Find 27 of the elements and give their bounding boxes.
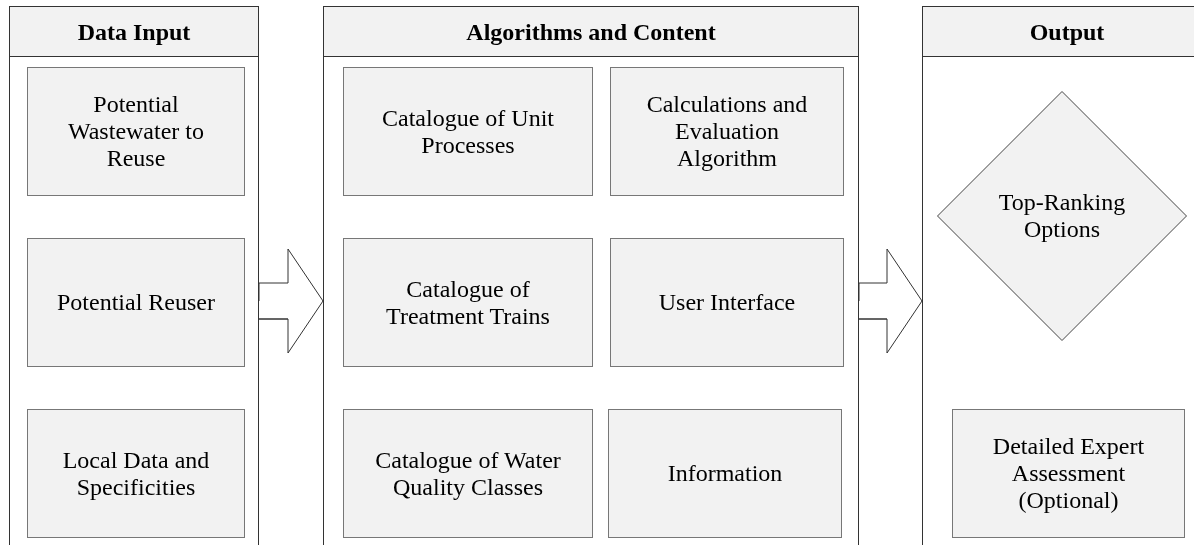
column-title: Algorithms and Content	[466, 17, 716, 47]
process-box	[27, 67, 245, 196]
column-title: Data Input	[77, 17, 191, 47]
node-label: Catalogue of Treatment Trains	[385, 275, 551, 330]
node-label: Calculations and Evaluation Algorithm	[645, 91, 809, 172]
node-label: Catalogue of Unit Processes	[381, 104, 555, 159]
node-label: Catalogue of Water Quality Classes	[374, 446, 562, 501]
node-label: Potential Wastewater to Reuse	[67, 91, 205, 172]
process-box	[952, 409, 1185, 538]
node-label: Information	[667, 460, 783, 487]
process-box	[343, 238, 593, 367]
node-label: Top-Ranking Options	[997, 189, 1127, 243]
process-box	[610, 67, 844, 196]
process-box	[343, 67, 593, 196]
node-label: Detailed Expert Assessment (Optional)	[991, 433, 1146, 514]
node-label: Local Data and Specificities	[61, 446, 211, 501]
node-label: Potential Reuser	[57, 289, 215, 316]
swimlane-column	[9, 6, 259, 545]
swimlane-column	[922, 6, 1194, 545]
process-box	[27, 409, 245, 538]
process-box	[343, 409, 593, 538]
process-box	[27, 238, 245, 367]
swimlane-column	[323, 6, 859, 545]
process-box	[608, 409, 842, 538]
node-label: User Interface	[658, 289, 796, 316]
process-box	[610, 238, 844, 367]
column-title: Output	[1029, 17, 1105, 47]
